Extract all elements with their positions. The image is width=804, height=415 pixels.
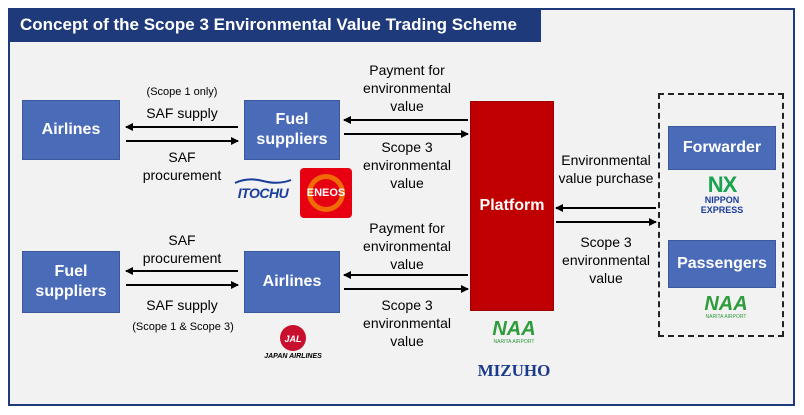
eneos-logo-text: ENEOS [306,187,346,199]
itochu-logo-text: ITOCHU [237,185,289,201]
payment-label-bottom: Payment for environmental value [363,220,451,272]
diagram-frame [8,8,795,406]
eneos-circle-icon [307,174,345,212]
mizuho-logo: MIZUHO [476,360,552,382]
eneos-logo: ENEOS [300,168,352,218]
naa-logo-center: NAA NARITA AIRPORT [478,318,550,346]
env-value-purchase-label: Environmental value purchase [558,152,654,186]
airlines-box-bottom: Airlines [244,251,340,313]
airlines-box-top: Airlines [22,100,120,160]
jal-logo: JAL JAPAN AIRLINES [252,318,334,364]
nx-logo-text: NX [707,172,738,197]
naa-logo-center-sub: NARITA AIRPORT [493,339,535,345]
nippon-express-logo: NX NIPPON EXPRESS [688,173,756,217]
scope3-value-label-bottom: Scope 3 environmental value [363,297,451,349]
passengers-box: Passengers [668,240,776,288]
scope3-value-label-right: Scope 3 environmental value [562,234,650,286]
scope1-only-label: (Scope 1 only) [146,86,218,98]
svg-text:JAL: JAL [284,334,301,344]
saf-supply-label-top: SAF supply [146,105,218,121]
fuel-suppliers-box-bottom: Fuel suppliers [22,251,120,313]
naa-logo-right-text: NAA [704,293,748,315]
naa-logo-center-text: NAA [492,318,536,340]
mizuho-logo-text: MIZUHO [477,361,551,380]
naa-logo-right: NAA NARITA AIRPORT [690,292,762,322]
jal-crane-icon: JAL [280,324,306,351]
nx-logo-sub2: EXPRESS [700,205,744,215]
jal-logo-text: JAPAN AIRLINES [264,352,322,360]
itochu-wave-icon [234,178,292,184]
diagram-title: Concept of the Scope 3 Environmental Val… [8,8,541,42]
customer-group-border [658,93,784,337]
platform-box: Platform [470,101,554,311]
scope3-value-label-top: Scope 3 environmental value [363,139,451,191]
fuel-suppliers-box-top: Fuel suppliers [244,100,340,160]
saf-procurement-label-top: SAF procurement [142,149,222,183]
naa-logo-right-sub: NARITA AIRPORT [705,314,747,320]
scope1-scope3-label: (Scope 1 & Scope 3) [132,321,234,333]
itochu-logo: ITOCHU [232,174,294,204]
payment-label-top: Payment for environmental value [363,62,451,114]
forwarder-box: Forwarder [668,126,776,170]
saf-supply-label-bottom: SAF supply [146,297,218,313]
saf-procurement-label-bottom: SAF procurement [142,232,222,266]
nx-logo-sub1: NIPPON [704,195,740,205]
